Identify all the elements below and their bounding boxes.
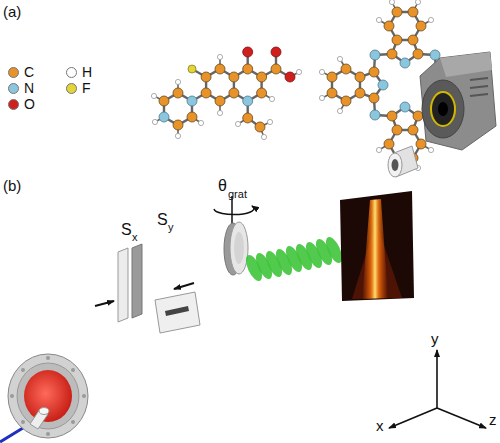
- axis-label: x: [376, 418, 384, 433]
- atom-swatch: [66, 67, 77, 78]
- quinolone-molecule: [151, 47, 301, 140]
- legend-item: C: [8, 65, 34, 79]
- atom-swatch: [8, 99, 19, 110]
- legend-item: H: [66, 65, 92, 79]
- lens: [388, 146, 418, 177]
- legend-text: H: [82, 65, 92, 79]
- legend-text: N: [24, 81, 34, 95]
- slit-subscript: x: [132, 232, 138, 243]
- axes: [389, 350, 486, 428]
- legend-item: O: [8, 97, 35, 111]
- atom-swatch: [8, 83, 19, 94]
- angle-subscript: grat: [228, 189, 247, 200]
- diffracted-beam: [243, 235, 346, 283]
- panel-label: (a): [3, 4, 21, 19]
- atom-swatch: [8, 67, 19, 78]
- legend-item: F: [66, 81, 91, 95]
- legend-item: N: [8, 81, 34, 95]
- legend-text: C: [24, 65, 34, 79]
- slit-y: [155, 283, 200, 333]
- axis-label: y: [431, 331, 439, 346]
- atom-swatch: [66, 83, 77, 94]
- slit-subscript: y: [168, 222, 174, 233]
- vacuum-flange: [8, 354, 88, 438]
- axis-label: z: [489, 412, 497, 427]
- legend-text: O: [24, 97, 35, 111]
- panel-label: (b): [3, 178, 21, 193]
- slit-label: S: [121, 222, 132, 238]
- legend-text: F: [82, 81, 91, 95]
- slit-label: S: [157, 212, 168, 228]
- slit-x: [95, 244, 142, 322]
- angle-label: θ: [218, 178, 227, 194]
- camera: [420, 52, 496, 150]
- detector-image: [340, 191, 414, 301]
